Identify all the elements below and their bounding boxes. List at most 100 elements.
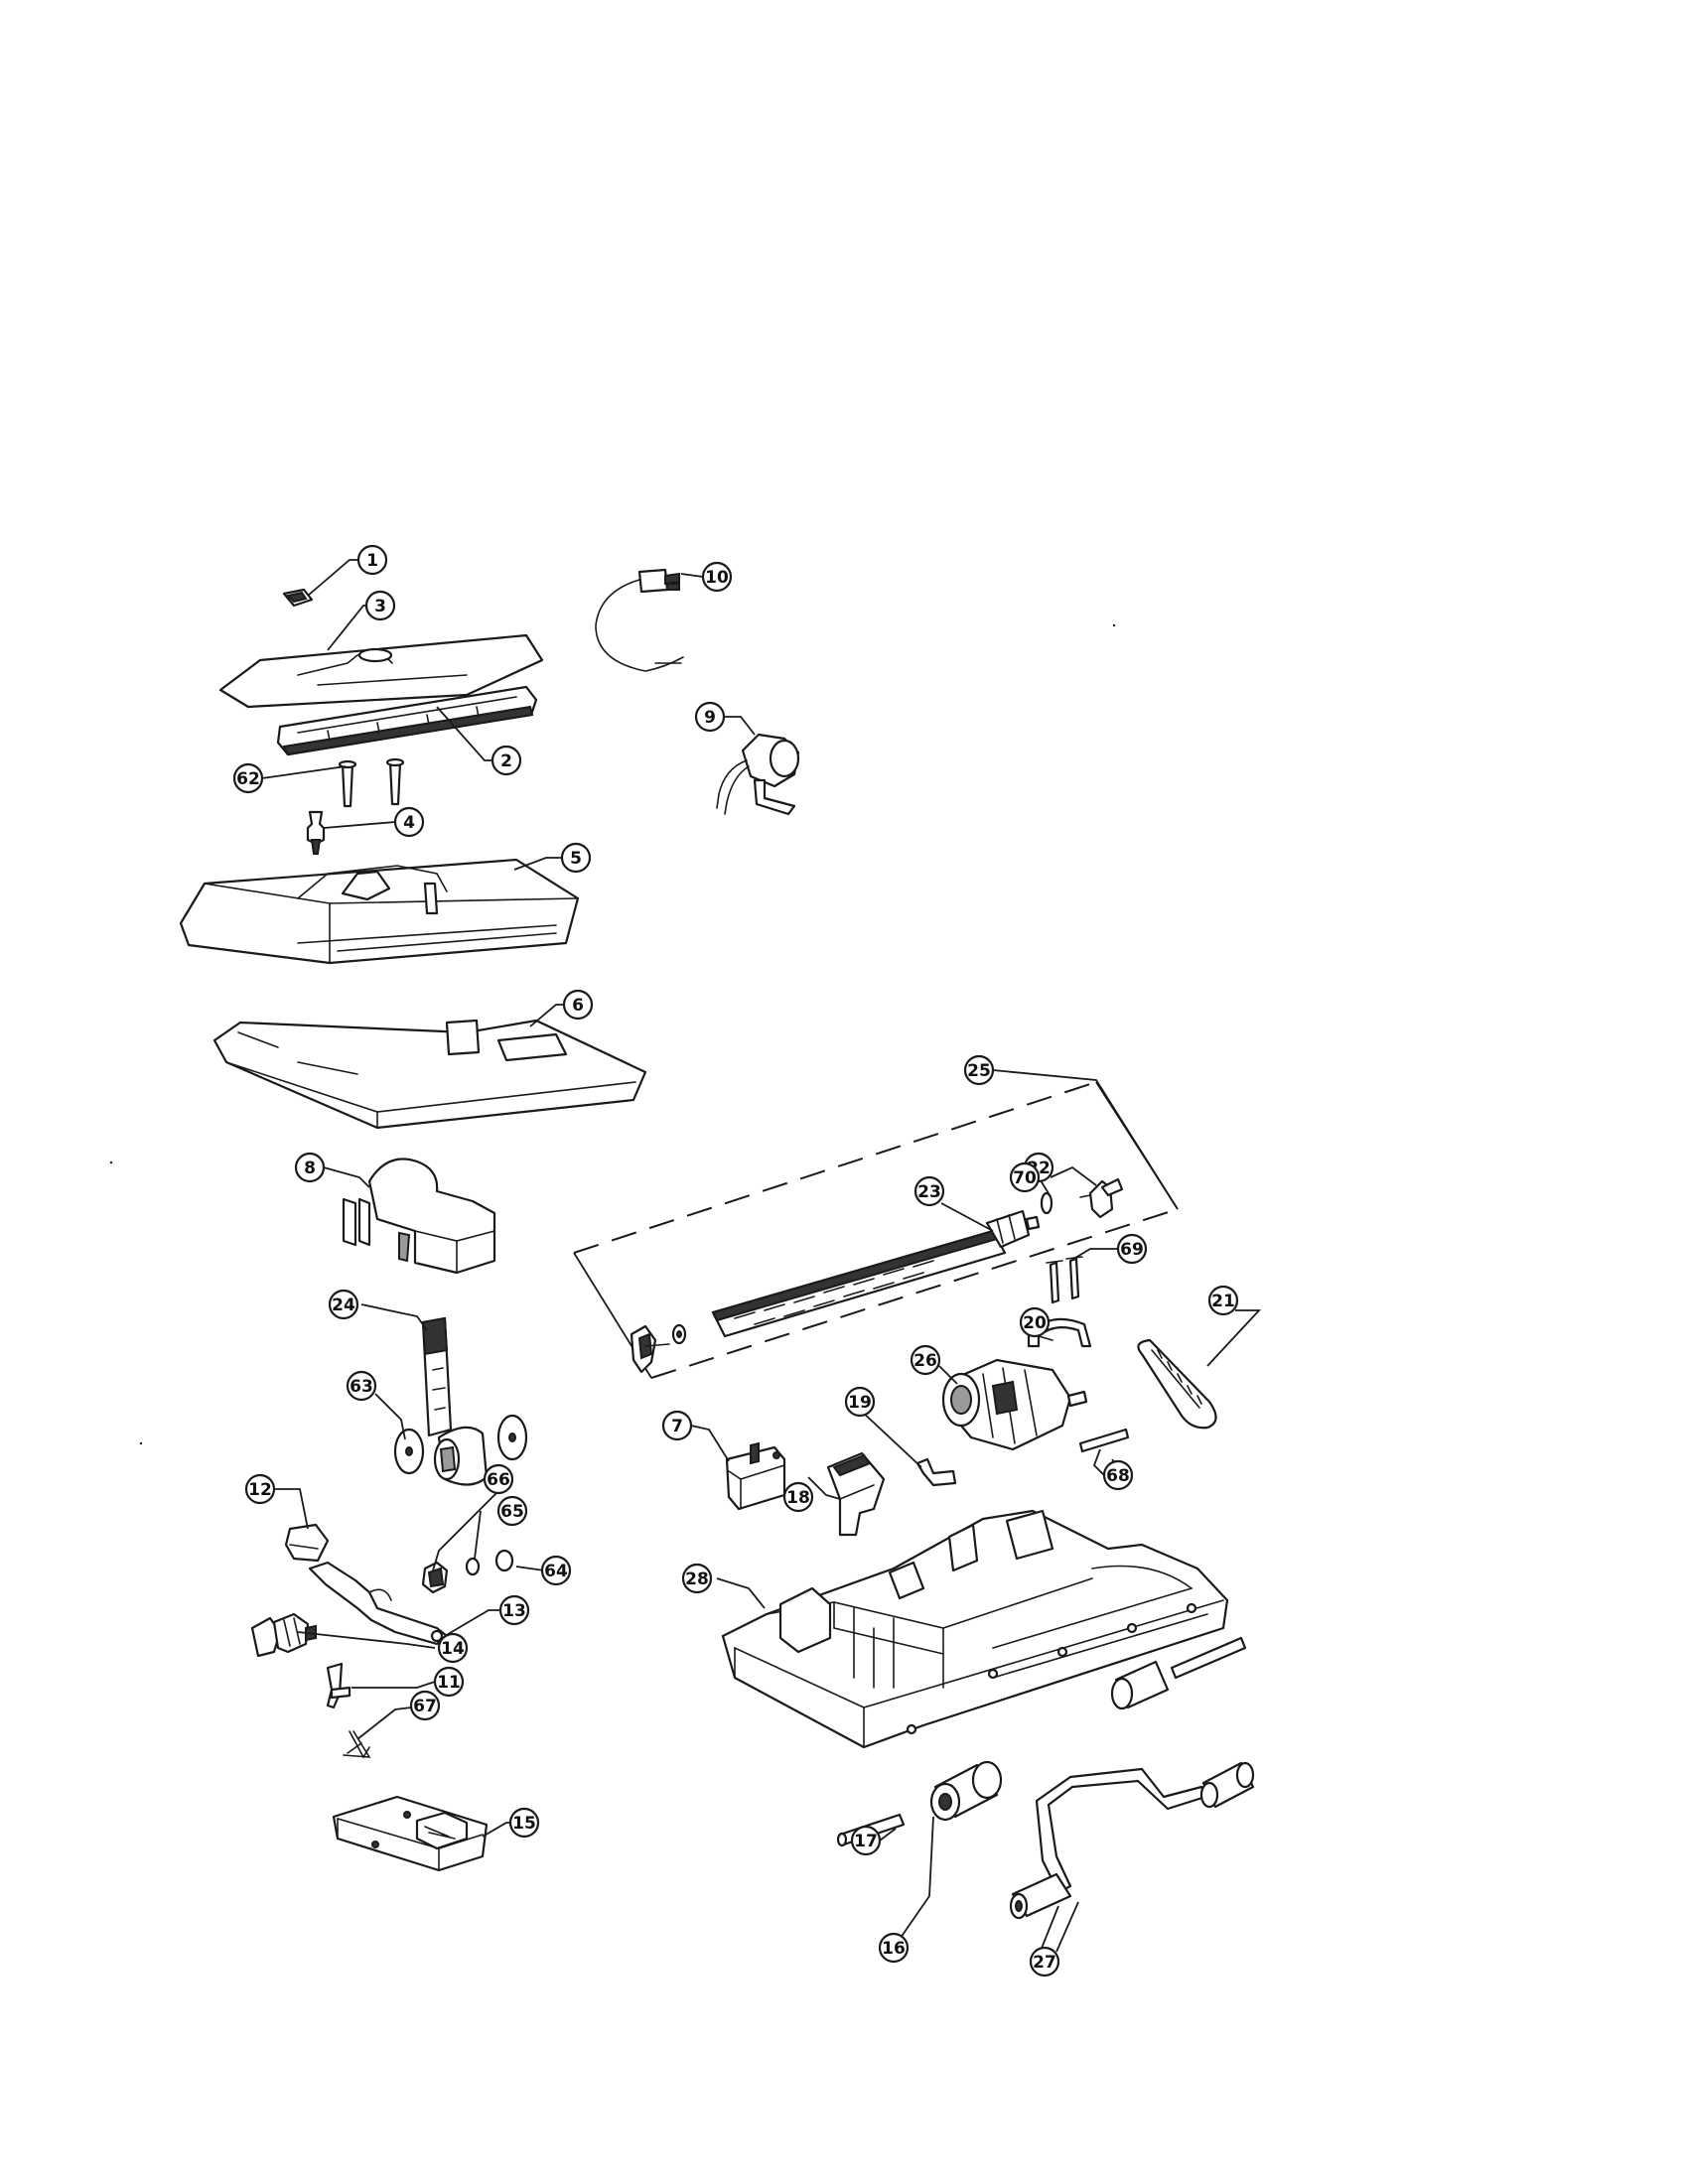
callout-balloon [508, 1807, 540, 1839]
callout-8: 8 [294, 1152, 326, 1183]
part-65-washer [465, 1557, 481, 1576]
part-23-brushroll [711, 1209, 1041, 1338]
callout-2: 2 [491, 745, 522, 776]
callout-68: 68 [1102, 1459, 1134, 1491]
part-4-knob [306, 810, 326, 855]
callout-number: 14 [441, 1639, 465, 1659]
callout-balloon [850, 1825, 882, 1856]
callout-number: 7 [671, 1417, 683, 1436]
callout-number: 18 [786, 1488, 810, 1508]
callout-balloon [1009, 1161, 1041, 1193]
part-6-base-tray [212, 1019, 647, 1130]
part-18-bracket [826, 1451, 886, 1537]
callout-15: 15 [508, 1807, 540, 1839]
callout-6: 6 [562, 989, 594, 1021]
callout-28: 28 [681, 1563, 713, 1594]
callout-balloon [409, 1690, 441, 1721]
callout-1: 1 [356, 544, 388, 576]
callout-number: 21 [1211, 1292, 1235, 1311]
part-69-pins [1046, 1256, 1083, 1304]
callout-balloon [496, 1495, 528, 1527]
part-9-lamp [716, 733, 800, 816]
part-3-top-cover [218, 633, 544, 709]
callout-24: 24 [328, 1289, 359, 1320]
callout-number: 17 [854, 1832, 878, 1851]
callout-62: 62 [232, 762, 264, 794]
callout-number: 67 [413, 1697, 437, 1716]
part-24-tube [421, 1316, 453, 1437]
callout-number: 64 [544, 1562, 568, 1581]
part-28-base [721, 1509, 1229, 1749]
callout-number: 26 [913, 1351, 937, 1371]
callout-balloon [1102, 1459, 1134, 1491]
part-26-motor [941, 1358, 1088, 1451]
callout-20: 20 [1019, 1306, 1051, 1338]
callout-number: 20 [1023, 1313, 1047, 1333]
callout-67: 67 [409, 1690, 441, 1721]
callout-number: 63 [350, 1377, 373, 1397]
part-16-roller [929, 1760, 1003, 1822]
part-12-pedal [284, 1523, 330, 1563]
callout-63: 63 [346, 1370, 377, 1402]
callout-3: 3 [364, 590, 396, 621]
callout-balloon [491, 745, 522, 776]
part-5-main-hood [179, 858, 580, 965]
callout-balloon [963, 1054, 995, 1086]
callout-balloon [433, 1666, 465, 1698]
part-68-rod [1078, 1428, 1130, 1453]
part-63-wheel-assembly [393, 1414, 528, 1486]
callout-group: 1234567891011121314151617181920212223242… [232, 544, 1239, 1978]
callout-number: 13 [502, 1601, 526, 1621]
callout-number: 65 [500, 1502, 524, 1522]
callout-balloon [437, 1632, 469, 1664]
callout-balloon [483, 1463, 514, 1495]
part-7-switch [725, 1441, 786, 1511]
callout-balloon [540, 1555, 572, 1586]
callout-balloon [913, 1175, 945, 1207]
callout-number: 15 [512, 1814, 536, 1834]
callout-number: 27 [1033, 1953, 1056, 1973]
callout-balloon [364, 590, 396, 621]
callout-balloon [1207, 1285, 1239, 1316]
callout-balloon [562, 989, 594, 1021]
callout-65: 65 [496, 1495, 528, 1527]
stray-dot [139, 1441, 143, 1445]
callout-19: 19 [844, 1386, 876, 1418]
callout-number: 11 [437, 1673, 461, 1693]
callout-balloon [346, 1370, 377, 1402]
callout-number: 9 [704, 708, 716, 728]
callout-14: 14 [437, 1632, 469, 1664]
brushroll-end-cap-left [630, 1323, 687, 1374]
callout-4: 4 [393, 806, 425, 838]
callout-balloon [681, 1563, 713, 1594]
callout-number: 1 [366, 551, 378, 571]
callout-number: 66 [487, 1470, 510, 1490]
part-13-lever [308, 1561, 449, 1646]
part-27-axle-assembly [1009, 1761, 1255, 1920]
callout-number: 62 [236, 769, 260, 789]
callout-balloon [560, 842, 592, 874]
callout-balloon [878, 1932, 910, 1964]
callout-number: 68 [1106, 1466, 1130, 1486]
callout-26: 26 [910, 1344, 941, 1376]
callout-number: 16 [882, 1939, 906, 1959]
callout-27: 27 [1029, 1946, 1060, 1978]
callout-number: 10 [705, 568, 729, 588]
callout-number: 25 [967, 1061, 991, 1081]
callout-18: 18 [782, 1481, 814, 1513]
part-62-screws [338, 757, 405, 808]
callout-balloon [844, 1386, 876, 1418]
callout-number: 70 [1013, 1168, 1037, 1188]
callout-balloon [1116, 1233, 1148, 1265]
callout-balloon [1019, 1306, 1051, 1338]
callout-balloon [294, 1152, 326, 1183]
callout-23: 23 [913, 1175, 945, 1207]
callout-9: 9 [694, 701, 726, 733]
callout-balloon [1029, 1946, 1060, 1978]
part-67-spring-wire [343, 1730, 371, 1759]
callout-64: 64 [540, 1555, 572, 1586]
callout-balloon [356, 544, 388, 576]
stray-dot [1112, 623, 1116, 627]
callout-number: 5 [570, 849, 582, 869]
